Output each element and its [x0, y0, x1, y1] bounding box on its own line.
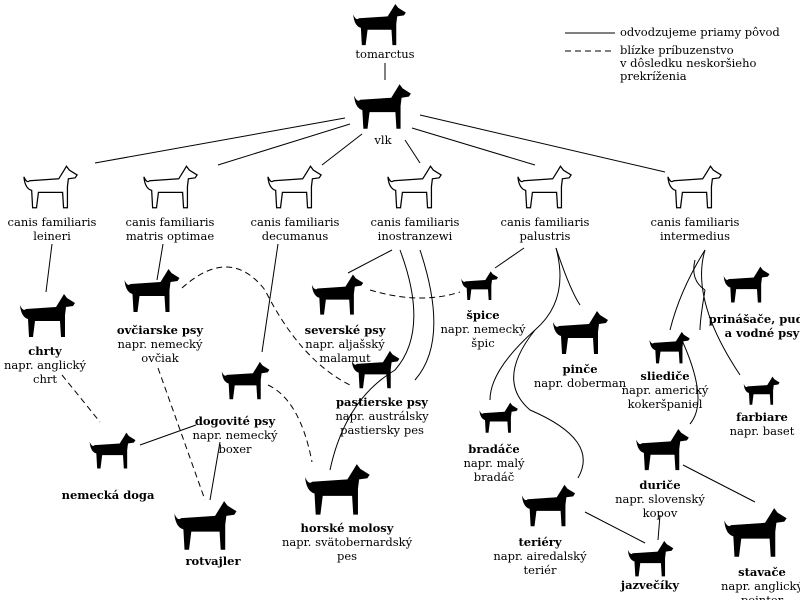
- dachshund-icon: [620, 540, 682, 578]
- st-bernard-icon: [300, 463, 376, 517]
- great-dane-icon: [88, 418, 138, 484]
- doberman-icon: [550, 310, 612, 356]
- airedale-icon: [520, 480, 578, 532]
- wolf-outline-icon: [386, 165, 444, 210]
- wolf-outline-icon: [22, 165, 80, 210]
- legend-dashed-line2: v dôsledku neskoršieho: [620, 56, 757, 70]
- slovak-hound-icon: [634, 428, 692, 472]
- pointer-icon: [722, 505, 790, 561]
- wolf-outline-icon: [142, 165, 200, 210]
- spitz-icon: [460, 268, 500, 304]
- tomarctus-label: tomarctus: [355, 47, 415, 61]
- poodle-icon: [722, 260, 772, 310]
- basset-icon: [733, 376, 791, 406]
- rotvajler-label: rotvajler: [185, 554, 241, 568]
- prinasace-label: prinášače, pudlea vodné psy: [708, 312, 800, 340]
- boxer-icon: [220, 356, 272, 406]
- wolf-icon: [352, 82, 414, 132]
- wolf-outline-icon: [666, 165, 724, 210]
- wolf-outline-icon: [266, 165, 324, 210]
- jazveciky-label: jazvečíky: [620, 578, 680, 592]
- rottweiler-icon: [172, 500, 240, 552]
- legend-dashed-line3: prekríženia: [620, 69, 687, 83]
- tomarctus-icon: [350, 3, 410, 47]
- schnauzer-icon: [478, 398, 520, 438]
- doga-label: nemecká doga: [61, 488, 155, 502]
- australian-shepherd-icon: [350, 348, 402, 392]
- legend-solid-label: odvodzujeme priamy pôvod: [620, 25, 780, 39]
- legend-dashed-line1: blízke príbuzenstvo: [620, 43, 734, 57]
- legend-dashed-label: blízke príbuzenstvo v dôsledku neskoršie…: [620, 44, 756, 83]
- cocker-spaniel-icon: [648, 330, 692, 366]
- wolf-outline-icon: [516, 165, 574, 210]
- wolf-label: vlk: [374, 133, 392, 147]
- german-shepherd-icon: [120, 268, 185, 314]
- greyhound-icon: [18, 292, 78, 340]
- malamute-icon: [310, 270, 366, 320]
